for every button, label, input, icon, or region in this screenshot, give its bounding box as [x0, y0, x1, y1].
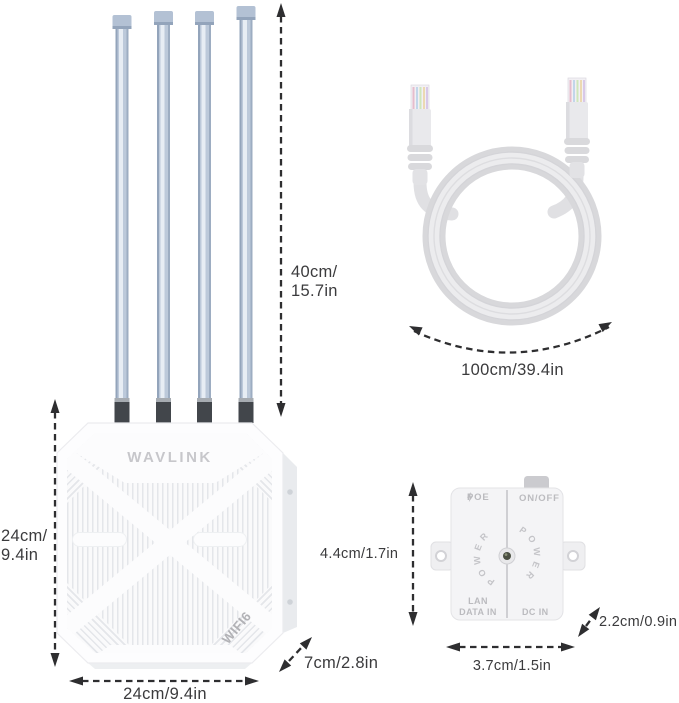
antenna-2: [154, 11, 173, 423]
onoff-button: [524, 476, 549, 491]
dc-in-label: DC IN: [522, 607, 549, 617]
adapter-depth-label: 2.2cm/0.9in: [599, 614, 678, 630]
arrowheads: [50, 3, 612, 686]
mount-hole-right: [567, 550, 579, 562]
antenna-4: [236, 6, 256, 423]
cable-length-arrow: [413, 325, 610, 354]
ethernet-cable: [407, 77, 602, 326]
rj45-connector-left: [407, 84, 433, 185]
antenna-height-label: 40cm/ 15.7in: [291, 263, 338, 300]
antenna-1: [112, 15, 132, 423]
onoff-label: ON/OFF: [519, 493, 560, 504]
bottom-band: [85, 645, 255, 653]
router-depth-label: 7cm/2.8in: [304, 654, 379, 672]
router-height-label: 24cm/ 9.4in: [1, 527, 48, 564]
front-slot-right: [193, 532, 247, 547]
adapter-height-label: 4.4cm/1.7in: [320, 546, 399, 562]
antenna-3: [195, 11, 214, 423]
rj45-connector-right: [564, 77, 590, 178]
power-led: [503, 552, 511, 560]
lightning-icon: [467, 492, 473, 502]
side-screw-top: [287, 489, 293, 495]
front-slot-left: [72, 532, 127, 547]
adapter-depth-arrow: [585, 617, 593, 627]
side-screw-bottom: [287, 599, 293, 605]
router-depth-arrow: [288, 646, 303, 662]
poe-adapter: POWER POWER: [430, 476, 586, 621]
lan-data-in-label: LAN DATA IN: [459, 596, 497, 618]
adapter-width-label: 3.7cm/1.5in: [472, 658, 552, 674]
mount-hole-left: [435, 550, 447, 562]
router-ribbed-panel: [67, 433, 272, 653]
cable-length-label: 100cm/39.4in: [461, 361, 564, 379]
wavlink-logo: WAVLINK: [127, 449, 213, 466]
poe-port-label: POE: [467, 492, 490, 503]
router-width-label: 24cm/9.4in: [123, 685, 207, 703]
dimension-arrows: [53, 16, 610, 683]
